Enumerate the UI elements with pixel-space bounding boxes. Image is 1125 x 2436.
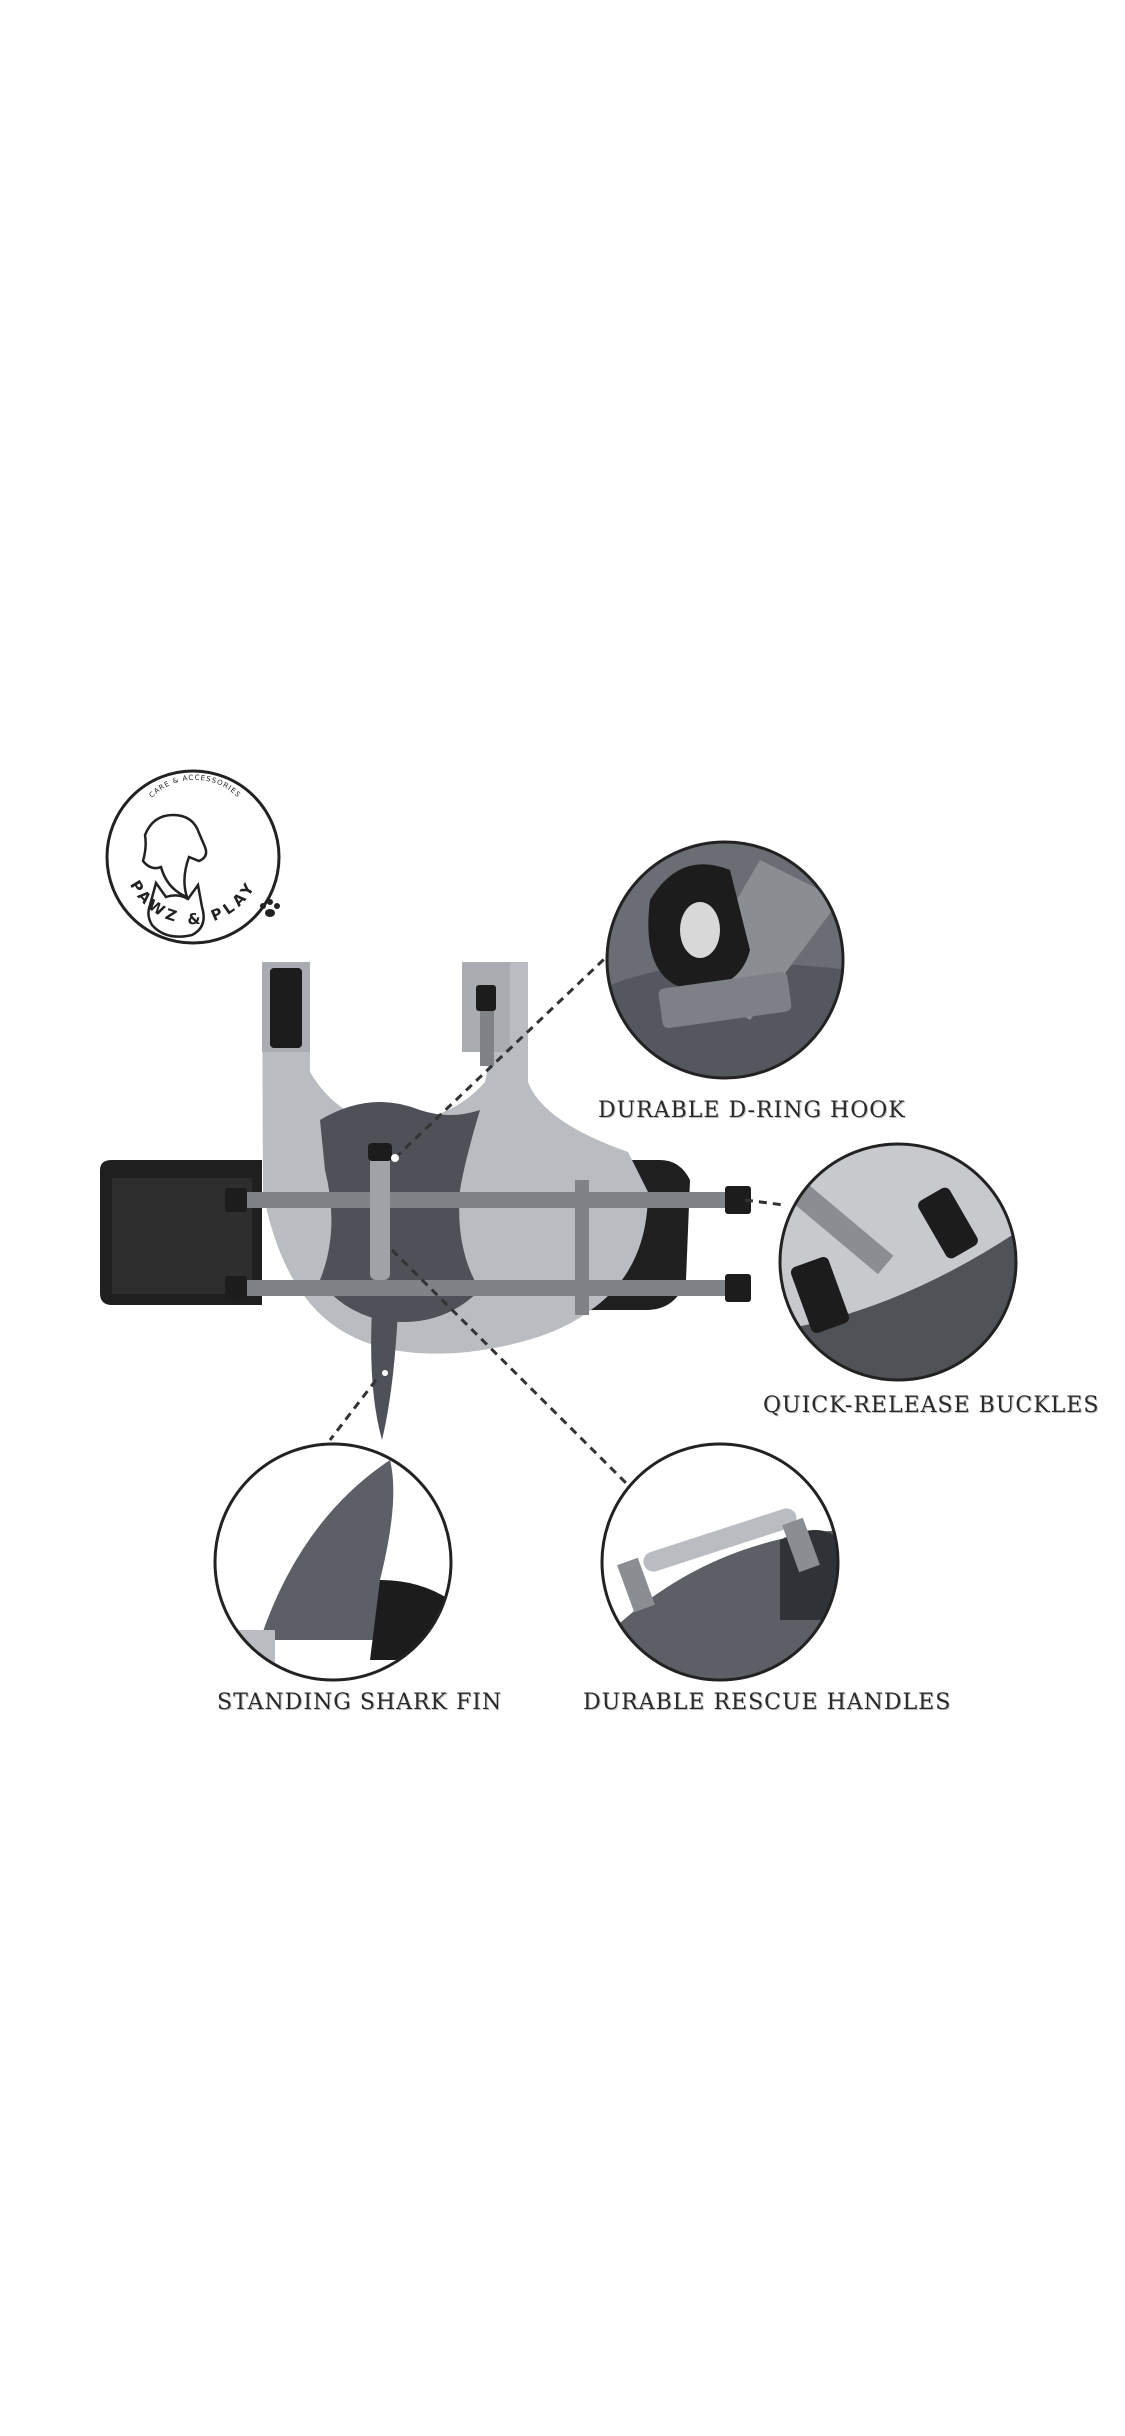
label-d-ring-hook: DURABLE D-RING HOOK bbox=[598, 1098, 906, 1123]
connector-fin bbox=[328, 1379, 378, 1441]
strap-buckle-right-top bbox=[725, 1186, 751, 1214]
detail-dring-circle bbox=[605, 840, 845, 1080]
strap-buckle-right-bottom bbox=[725, 1274, 751, 1302]
label-standing-shark-fin: STANDING SHARK FIN bbox=[217, 1690, 503, 1715]
detail-buckles-circle bbox=[778, 1142, 1018, 1382]
chest-strap-upper bbox=[230, 1192, 730, 1208]
d-ring-hook bbox=[368, 1143, 392, 1161]
label-durable-rescue-handles: DURABLE RESCUE HANDLES bbox=[583, 1690, 952, 1715]
logo-brand-text: PAWZ & PLAY bbox=[126, 877, 260, 928]
cat-outline-icon bbox=[147, 880, 205, 938]
shark-fin bbox=[371, 1300, 398, 1440]
chest-strap-lower bbox=[230, 1280, 730, 1296]
detail-handles-circle bbox=[600, 1442, 840, 1682]
paw-icon bbox=[260, 899, 280, 917]
label-quick-release-buckles: QUICK-RELEASE BUCKLES bbox=[763, 1393, 1100, 1418]
strap-buckle-left-top bbox=[225, 1188, 247, 1212]
brand-logo: PAWZ & PLAY CARE & ACCESSORIES bbox=[105, 769, 281, 945]
detail-fin-circle bbox=[213, 1442, 453, 1682]
vest-center-panel bbox=[320, 1102, 480, 1322]
dog-outline-icon bbox=[141, 813, 208, 900]
connector-buckles bbox=[744, 1198, 785, 1207]
shoulder-buckle-right bbox=[476, 985, 496, 1011]
shoulder-handle-left bbox=[270, 968, 302, 1048]
connector-dring bbox=[393, 942, 622, 1160]
strap-buckle-left-bottom bbox=[225, 1276, 247, 1300]
shark-life-vest bbox=[100, 962, 751, 1440]
rescue-handle bbox=[370, 1150, 390, 1280]
connector-lines bbox=[328, 942, 785, 1487]
